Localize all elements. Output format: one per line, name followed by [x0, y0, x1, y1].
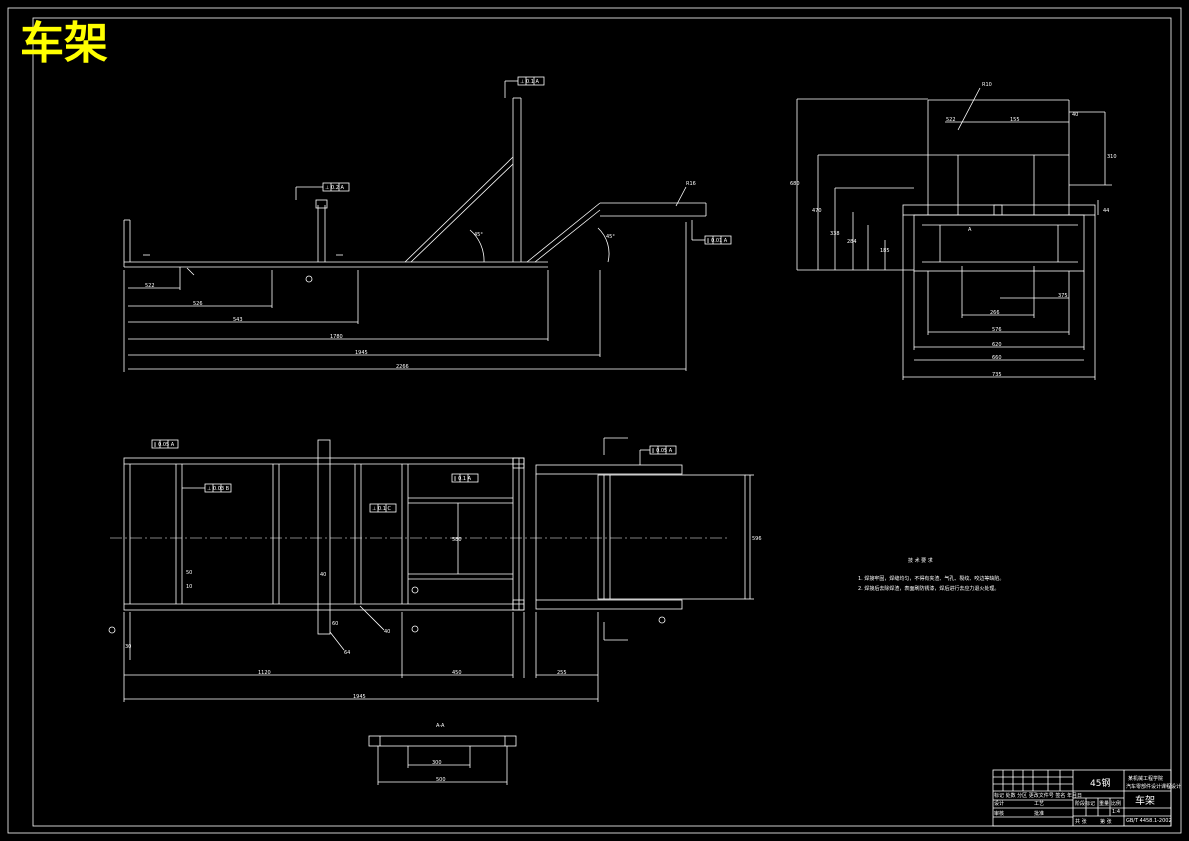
tb-material: 45钢 — [1090, 777, 1110, 789]
end-dim-right-2: 44 — [1103, 208, 1109, 214]
end-dim-bottom-2: 576 — [992, 327, 1002, 333]
tb-part-name: 车架 — [1135, 794, 1155, 807]
side-dim-1: 522 — [145, 283, 155, 289]
tb-label-9: 第 张 — [1100, 818, 1112, 825]
tb-school-1: 某机械工程学院 — [1128, 775, 1163, 782]
angle-label-2: 45° — [606, 234, 615, 240]
plan-dim-inner-5: 60 — [332, 621, 338, 627]
plan-dim-inner-1: 50 — [186, 570, 192, 576]
plan-dim-right: 596 — [752, 536, 762, 542]
end-dim-left-3: 338 — [830, 231, 840, 237]
tech-req-line-1: 1. 焊接牢固，焊缝均匀，不得有夹渣、气孔、裂纹、咬边等缺陷。 — [858, 575, 1004, 582]
end-dim-bottom-1: 266 — [990, 310, 1000, 316]
tb-label-7: 比例 — [1111, 800, 1121, 807]
end-dim-left-5: 185 — [880, 248, 890, 254]
tb-label-5: 阶段标记 — [1075, 800, 1095, 807]
tb-drawing-no: GB/T 4458.1-2002 — [1126, 818, 1172, 824]
fcf-plan-4: ⊥ 0.1 C — [372, 506, 391, 512]
radius-label: R16 — [686, 181, 696, 187]
side-dim-3: 543 — [233, 317, 243, 323]
plan-dim-inner-2: 10 — [186, 584, 192, 590]
section-label: A-A — [436, 723, 445, 729]
end-dim-top-4: 40 — [1072, 112, 1078, 118]
fcf-side-3: ∥ 0.01 A — [707, 238, 728, 244]
plan-dim-inner-7: 30 — [125, 644, 131, 650]
side-dim-6: 2266 — [396, 364, 409, 370]
plan-dim-bottom-3: 255 — [557, 670, 567, 676]
side-view: 45° 45° ⊥ 0.1 A ⊥ 0.2 A ∥ 0.01 A R16 522… — [123, 76, 732, 372]
end-dim-bottom-3: 620 — [992, 342, 1002, 348]
fcf-plan-2: ⊥ 0.03 B — [207, 486, 230, 492]
angle-label-1: 45° — [474, 232, 483, 238]
tech-requirements: 技 术 要 求 1. 焊接牢固，焊缝均匀，不得有夹渣、气孔、裂纹、咬边等缺陷。 … — [858, 557, 1004, 592]
plan-dim-bottom-4: 1945 — [353, 694, 366, 700]
end-dim-top-2: 155 — [1010, 117, 1020, 123]
tb-label-3: 工艺 — [1034, 801, 1044, 807]
end-view: 680 470 338 284 185 310 44 522 155 R10 4… — [790, 82, 1117, 380]
section-dim-1: 300 — [432, 760, 442, 766]
plan-dim-bottom-2: 450 — [452, 670, 462, 676]
end-dim-top-3: R10 — [982, 82, 992, 88]
side-dim-5: 1945 — [355, 350, 368, 356]
plan-label-64: 64 — [344, 650, 350, 656]
drawing-title: 车架 — [20, 18, 108, 69]
end-dim-right-3: 375 — [1058, 293, 1068, 299]
plan-view: ∥ 0.05 A ⊥ 0.03 B ∥ 0.1 A ⊥ 0.1 C ∥ 0.05… — [108, 437, 762, 702]
fcf-plan-3: ∥ 0.1 A — [454, 476, 472, 482]
tb-label-1: 设计 — [994, 800, 1004, 807]
plan-dim-inner-4: 580 — [452, 537, 462, 543]
end-dim-bottom-4: 660 — [992, 355, 1002, 361]
fcf-plan-5: ∥ 0.05 A — [652, 448, 673, 454]
tech-req-line-2: 2. 焊接后去除焊渣，表面刷防锈漆，焊后进行去应力退火处理。 — [858, 585, 999, 592]
end-dim-right-1: 310 — [1107, 154, 1117, 160]
tb-scale: 1:4 — [1112, 809, 1120, 815]
side-dim-2: 526 — [193, 301, 203, 307]
end-dim-left-1: 680 — [790, 181, 800, 187]
tb-label-6: 重量 — [1099, 800, 1109, 807]
tech-req-title: 技 术 要 求 — [908, 557, 933, 564]
tb-school-2: 汽车零部件设计课程设计 — [1126, 783, 1181, 790]
fcf-side-1: ⊥ 0.1 A — [520, 79, 539, 85]
tb-label-8: 共 张 — [1075, 818, 1087, 825]
tb-label-4: 批准 — [1034, 810, 1044, 817]
fcf-plan-1: ∥ 0.05 A — [154, 442, 175, 448]
tb-label-0: 标记 处数 分区 更改文件号 签名 年月日 — [994, 792, 1082, 799]
section-dim-2: 500 — [436, 777, 446, 783]
section-view: A-A 300 500 — [368, 723, 517, 785]
plan-dim-inner-6: 40 — [384, 629, 390, 635]
end-label-a: A — [968, 227, 972, 233]
inner-border — [32, 17, 1172, 827]
end-dim-left-2: 470 — [812, 208, 822, 214]
end-dim-bottom-5: 735 — [992, 372, 1002, 378]
end-dim-top-1: 522 — [946, 117, 956, 123]
tb-label-2: 审核 — [994, 810, 1004, 817]
title-block: 45钢 某机械工程学院 汽车零部件设计课程设计 车架 标记 处数 分区 更改文件… — [992, 769, 1181, 827]
plan-dim-bottom-1: 1120 — [258, 670, 271, 676]
end-dim-left-4: 284 — [847, 239, 857, 245]
fcf-side-2: ⊥ 0.2 A — [325, 185, 344, 191]
side-dim-4: 1780 — [330, 334, 343, 340]
outer-border — [7, 7, 1182, 834]
plan-dim-inner-3: 40 — [320, 572, 326, 578]
